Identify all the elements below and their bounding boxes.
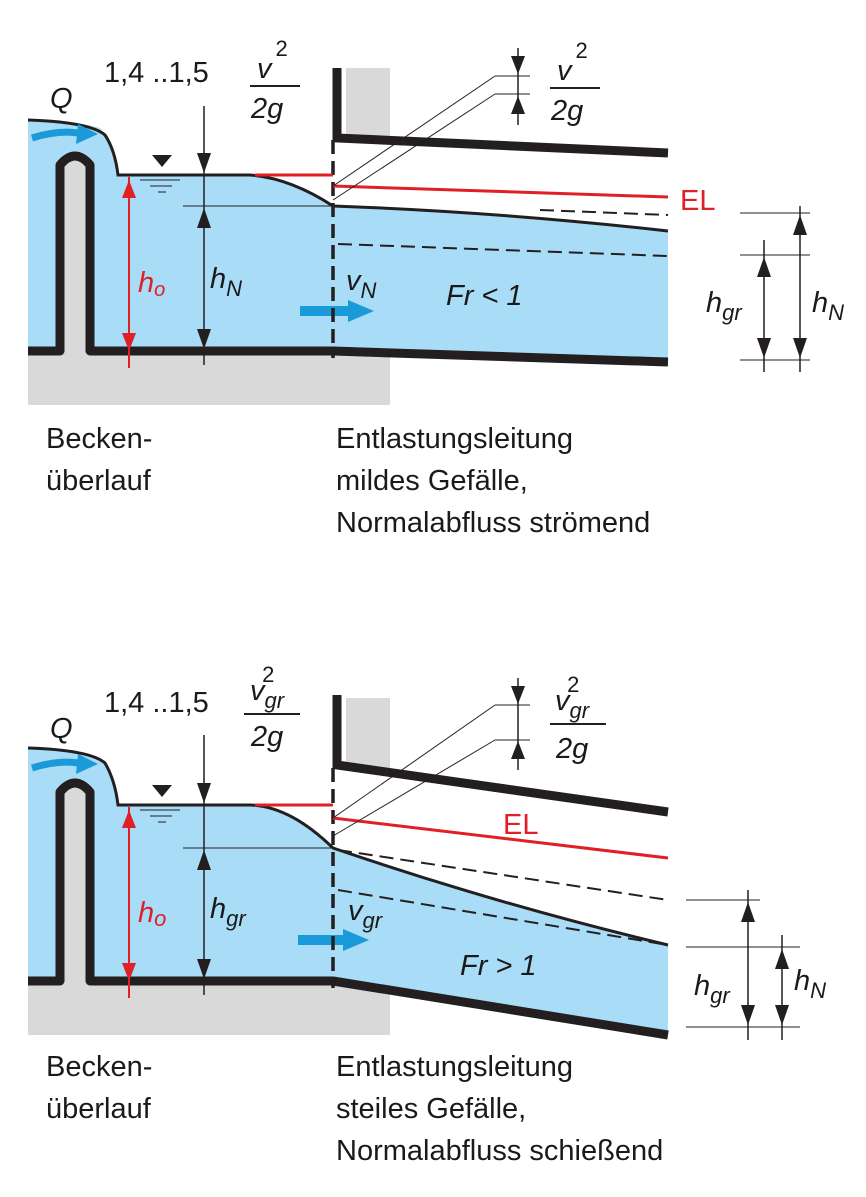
caption-left: Becken- überlauf [46, 1051, 160, 1125]
water-level-symbol [152, 155, 172, 167]
velocity-head-denominator: 2g [250, 721, 283, 753]
panel-mild-slope: Q 1,4 ..1,5 v2 2g v2 2g EL ho hN vN Fr <… [27, 36, 844, 539]
panel-steep-slope: Q 1,4 ..1,5 vgr2 2g vgr2 2g EL ho hgr vg… [27, 662, 826, 1167]
froude-label: Fr < 1 [446, 280, 523, 312]
caption-left: Becken- überlauf [46, 423, 160, 497]
caption-right: Entlastungsleitung steiles Gefälle, Norm… [336, 1051, 663, 1167]
construction-lines [128, 75, 810, 361]
overflow-arrow-head [76, 754, 98, 774]
depth-label: hgr [210, 893, 247, 931]
weir-core [60, 785, 90, 980]
h0-label: ho [138, 897, 166, 931]
velocity-head-numerator: vgr2 [250, 662, 286, 713]
velocity-label: vgr [348, 895, 384, 933]
velocity-head-numerator: v2 [257, 36, 288, 85]
depth-label: hN [210, 263, 242, 301]
velocity-label: vN [346, 265, 377, 303]
energy-line-label: EL [503, 809, 538, 841]
caption-right: Entlastungsleitung mildes Gefälle, Norma… [336, 423, 650, 539]
water-level-symbol [152, 785, 172, 797]
ground-wall [346, 68, 390, 138]
critical-depth-line [337, 889, 669, 946]
factor-label: 1,4 ..1,5 [104, 57, 209, 89]
right-first-label: hgr [706, 287, 743, 325]
overflow-arrow [30, 128, 79, 142]
overflow-arrow-head [76, 124, 98, 144]
water-surface [27, 118, 669, 233]
ground-basin [28, 980, 390, 1035]
water-body [28, 119, 668, 362]
ground-wall [346, 698, 390, 768]
velocity-arrow-head [343, 929, 369, 951]
critical-depth-line [337, 243, 669, 257]
critical-line-upper [337, 849, 669, 901]
water-surface [27, 746, 669, 947]
right-head-numerator: vgr2 [555, 672, 591, 723]
ground-basin [28, 350, 390, 405]
energy-line-pipe [332, 184, 669, 199]
construction-lines [128, 704, 800, 1028]
velocity-arrow-head [348, 300, 374, 322]
q-label: Q [50, 713, 73, 745]
right-head-denominator: 2g [555, 733, 588, 765]
weir-core [60, 160, 90, 350]
q-label: Q [50, 83, 73, 115]
h0-label: ho [138, 267, 165, 301]
right-second-label: hN [812, 287, 844, 325]
right-head-numerator: v2 [557, 38, 588, 87]
right-second-label: hN [794, 965, 826, 1003]
energy-line-pipe [332, 816, 669, 860]
overflow-arrow [30, 758, 79, 772]
pipe-crown [332, 695, 669, 817]
weir-wall [28, 778, 669, 1040]
right-head-denominator: 2g [550, 95, 583, 127]
velocity-head-denominator: 2g [250, 93, 283, 125]
critical-line-upper [539, 209, 669, 216]
energy-line-label: EL [680, 185, 715, 217]
right-first-label: hgr [694, 970, 731, 1008]
factor-label: 1,4 ..1,5 [104, 687, 209, 719]
weir-wall [28, 151, 669, 367]
froude-label: Fr > 1 [460, 950, 537, 982]
pipe-crown [332, 68, 669, 158]
